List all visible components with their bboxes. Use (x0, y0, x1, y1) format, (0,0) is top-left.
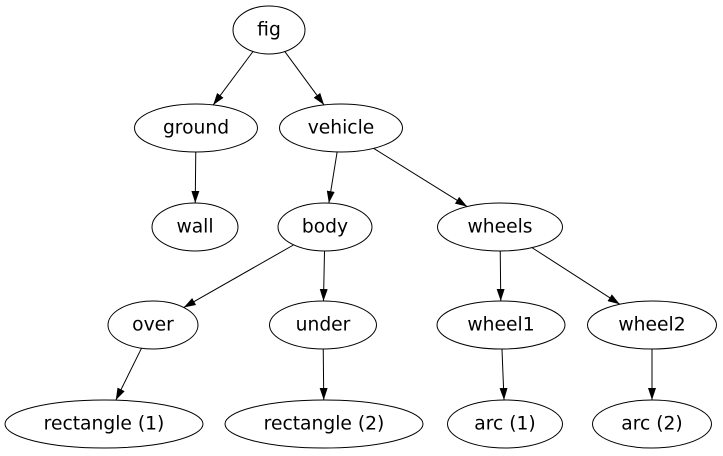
node-rectangle2: rectangle (2) (224, 399, 424, 449)
node-wheels: wheels (437, 202, 563, 252)
node-wheel2-shape (587, 300, 717, 350)
node-rectangle1: rectangle (1) (4, 399, 204, 449)
node-arc2-shape (592, 399, 712, 449)
node-rectangle2-shape (224, 399, 424, 449)
edge-wheels-wheel1 (496, 250, 505, 302)
edge-fig-ground (212, 51, 254, 106)
edge-over-rectangle1 (115, 347, 142, 401)
node-body-shape (277, 202, 373, 252)
edge-vehicle-wheels (373, 147, 468, 207)
node-wheels-shape (437, 202, 563, 252)
edge-wheels-wheel2 (531, 247, 621, 305)
node-rectangle2-label: rectangle (2) (264, 414, 385, 435)
node-vehicle-shape (279, 103, 403, 153)
node-over-label: over (132, 315, 174, 336)
edge-ground-wall (191, 151, 200, 204)
edge-vehicle-body (326, 151, 338, 204)
node-rectangle1-label: rectangle (1) (44, 414, 165, 435)
node-arc1-shape (447, 399, 563, 449)
node-fig: fig (232, 5, 306, 55)
node-over: over (107, 300, 199, 350)
edges-layer (115, 51, 656, 401)
node-wheel1-shape (436, 300, 566, 350)
node-wall-label: wall (176, 217, 213, 238)
node-arc1-label: arc (1) (474, 414, 535, 435)
node-under-shape (269, 300, 377, 350)
node-wall-shape (151, 202, 239, 252)
node-rectangle1-shape (4, 399, 204, 449)
edge-fig-vehicle (284, 51, 325, 106)
node-fig-label: fig (257, 20, 281, 41)
node-wall: wall (151, 202, 239, 252)
edge-under-rectangle2 (319, 348, 328, 401)
node-under-label: under (296, 315, 351, 336)
edge-body-under (319, 250, 328, 302)
node-arc2: arc (2) (592, 399, 712, 449)
node-arc1: arc (1) (447, 399, 563, 449)
nodes-layer: fig ground vehicle wall body wheels over under w… (4, 5, 717, 449)
node-vehicle-label: vehicle (308, 118, 375, 139)
node-body: body (277, 202, 373, 252)
edge-body-over (183, 244, 294, 308)
node-arc2-label: arc (2) (621, 414, 682, 435)
node-ground-shape (134, 103, 258, 153)
node-wheel1-label: wheel1 (467, 315, 534, 336)
node-under: under (269, 300, 377, 350)
node-wheel2-label: wheel2 (618, 315, 685, 336)
node-over-shape (107, 300, 199, 350)
node-fig-shape (232, 5, 306, 55)
node-wheels-label: wheels (467, 217, 532, 238)
node-wheel1: wheel1 (436, 300, 566, 350)
node-wheel2: wheel2 (587, 300, 717, 350)
node-ground: ground (134, 103, 258, 153)
node-body-label: body (302, 217, 348, 238)
node-vehicle: vehicle (279, 103, 403, 153)
edge-wheel1-arc1 (499, 348, 508, 401)
node-ground-label: ground (163, 118, 229, 139)
